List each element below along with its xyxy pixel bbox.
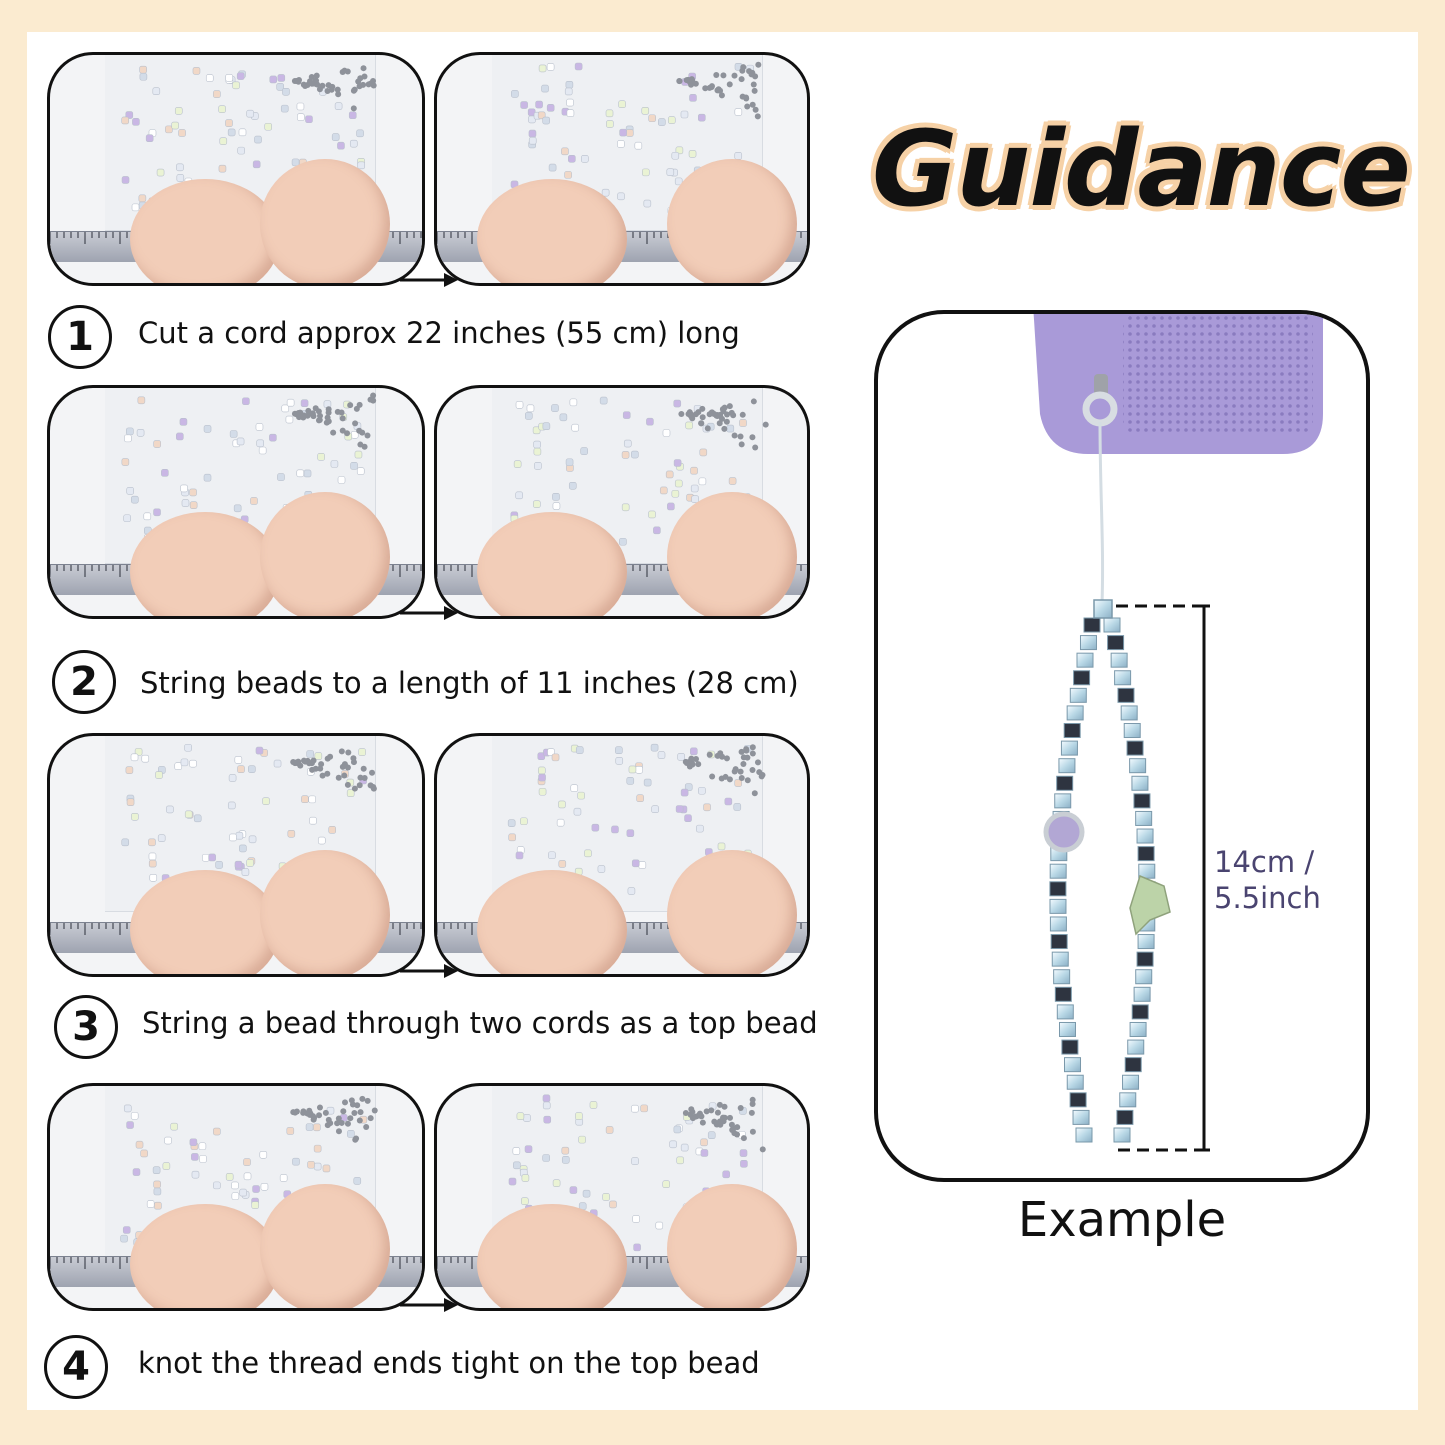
step-1-text: Cut a cord approx 22 inches (55 cm) long xyxy=(138,316,740,350)
arrow-icon xyxy=(400,964,458,978)
step-1-photo-1 xyxy=(47,52,425,286)
step-2-number: 2 xyxy=(52,650,116,714)
hand xyxy=(130,870,280,974)
example-photo xyxy=(874,310,1370,1182)
step-2-text: String beads to a length of 11 inches (2… xyxy=(140,666,799,700)
hand xyxy=(130,512,280,616)
step-4-photo-1 xyxy=(47,1083,425,1311)
step-2-photo-1 xyxy=(47,385,425,619)
measure-label-cm: 14cm / xyxy=(1214,845,1315,879)
arrow-icon xyxy=(400,1298,458,1312)
hand xyxy=(130,1204,280,1308)
step-4-text: knot the thread ends tight on the top be… xyxy=(138,1346,760,1380)
hand xyxy=(667,159,797,283)
step-2-photo-2 xyxy=(434,385,810,619)
example-label: Example xyxy=(1017,1192,1227,1248)
purple-charm xyxy=(1043,811,1085,853)
step-3-photo-2 xyxy=(434,733,810,977)
measure-label-inch: 5.5inch xyxy=(1214,881,1321,915)
butterfly-charm xyxy=(1129,874,1171,936)
phone-strap-illustration xyxy=(1033,314,1323,1152)
step-4-number: 4 xyxy=(44,1335,108,1399)
step-1-photo-2 xyxy=(434,52,810,286)
hand xyxy=(667,850,797,974)
strap-cord xyxy=(1098,421,1105,605)
hand xyxy=(260,492,390,616)
arrow-icon xyxy=(400,273,458,287)
page-title: Guidance xyxy=(872,108,1411,230)
step-3-text: String a bead through two cords as a top… xyxy=(142,1006,818,1040)
hand xyxy=(130,179,280,283)
arrow-icon xyxy=(400,606,458,620)
hand xyxy=(477,1204,627,1308)
step-4-photo-2 xyxy=(434,1083,810,1311)
hand xyxy=(477,870,627,974)
phone-speaker-grille xyxy=(1123,314,1313,434)
step-3-photo-1 xyxy=(47,733,425,977)
hand xyxy=(477,512,627,616)
hand xyxy=(667,492,797,616)
step-1-number: 1 xyxy=(48,305,112,369)
hand xyxy=(667,1184,797,1308)
step-3-number: 3 xyxy=(54,995,118,1059)
hand xyxy=(260,1184,390,1308)
hand xyxy=(260,850,390,974)
hand xyxy=(260,159,390,283)
hand xyxy=(477,179,627,283)
